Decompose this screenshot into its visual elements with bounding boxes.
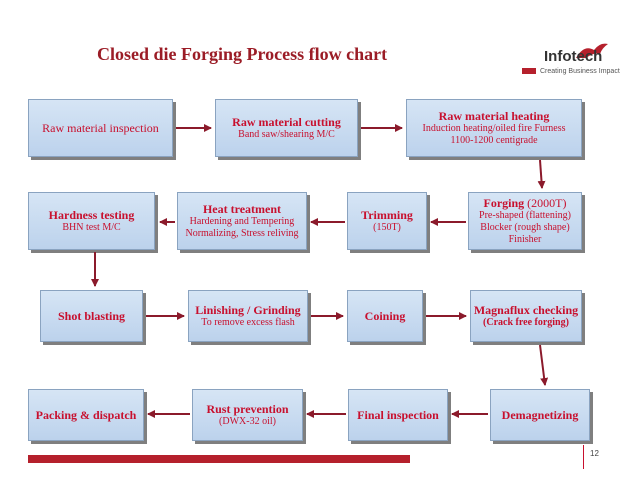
step-title-line: Forging (2000T): [484, 196, 567, 210]
step-title: Raw material heating: [438, 109, 550, 123]
step-title: Coining: [364, 309, 406, 323]
step-title: Hardness testing: [48, 208, 135, 222]
step-heat-treatment: Heat treatment Hardening and Tempering N…: [177, 192, 307, 250]
page-number-divider: [583, 445, 584, 469]
step-shot-blasting: Shot blasting: [40, 290, 143, 342]
step-title: Rust prevention: [206, 402, 289, 416]
step-hardness-testing: Hardness testing BHN test M/C: [28, 192, 155, 250]
step-packing-dispatch: Packing & dispatch: [28, 389, 144, 441]
step-detail: Induction heating/oiled fire Furness: [422, 123, 566, 134]
logo-tagline: Creating Business Impact: [540, 68, 620, 75]
step-raw-material-inspection: Raw material inspection: [28, 99, 173, 157]
step-title-suffix: (2000T): [524, 196, 567, 210]
step-detail: (DWX-32 oil): [219, 416, 276, 427]
logo-bar: [522, 68, 536, 74]
step-magnaflux-checking: Magnaflux checking (Crack free forging): [470, 290, 582, 342]
step-title: Magnaflux checking: [473, 303, 579, 317]
step-linishing-grinding: Linishing / Grinding To remove excess fl…: [188, 290, 308, 342]
step-detail: (150T): [373, 222, 401, 233]
step-detail: Pre-shaped (flattening): [479, 210, 571, 221]
step-title: Packing & dispatch: [35, 408, 137, 422]
arrow-heating-to-forging: [537, 159, 546, 189]
step-title: Raw material inspection: [42, 121, 159, 135]
step-final-inspection: Final inspection: [348, 389, 448, 441]
step-detail: 1100-1200 centigrade: [450, 135, 538, 146]
step-title: Demagnetizing: [501, 408, 579, 422]
step-title: Linishing / Grinding: [195, 303, 301, 317]
company-logo: Infotech Creating Business Impact: [522, 43, 632, 82]
step-forging: Forging (2000T) Pre-shaped (flattening) …: [468, 192, 582, 250]
step-detail: To remove excess flash: [201, 317, 295, 328]
arrow-magnaflux-to-demagnetizing: [539, 344, 549, 386]
step-rust-prevention: Rust prevention (DWX-32 oil): [192, 389, 303, 441]
step-detail: Normalizing, Stress reliving: [185, 228, 299, 239]
page-title: Closed die Forging Process flow chart: [97, 44, 388, 64]
step-detail: Band saw/shearing M/C: [238, 129, 335, 140]
step-title: Heat treatment: [202, 202, 282, 216]
step-raw-material-heating: Raw material heating Induction heating/o…: [406, 99, 582, 157]
step-title: Final inspection: [357, 408, 439, 422]
logo-name: Infotech: [544, 48, 603, 65]
bird-icon: [576, 43, 608, 58]
page-number: 12: [590, 449, 599, 458]
step-title: Raw material cutting: [232, 115, 341, 129]
step-title: Forging: [483, 196, 525, 210]
step-title: Trimming: [361, 208, 413, 222]
step-detail: Finisher: [508, 234, 542, 245]
step-raw-material-cutting: Raw material cutting Band saw/shearing M…: [215, 99, 358, 157]
footer-bar: [28, 455, 410, 463]
step-trimming: Trimming (150T): [347, 192, 427, 250]
step-detail: Hardening and Tempering: [189, 216, 295, 227]
step-detail: Blocker (rough shape): [480, 222, 570, 233]
step-coining: Coining: [347, 290, 423, 342]
step-title: Shot blasting: [57, 309, 126, 323]
step-demagnetizing: Demagnetizing: [490, 389, 590, 441]
step-detail: (Crack free forging): [483, 317, 569, 328]
step-detail: BHN test M/C: [62, 222, 121, 233]
